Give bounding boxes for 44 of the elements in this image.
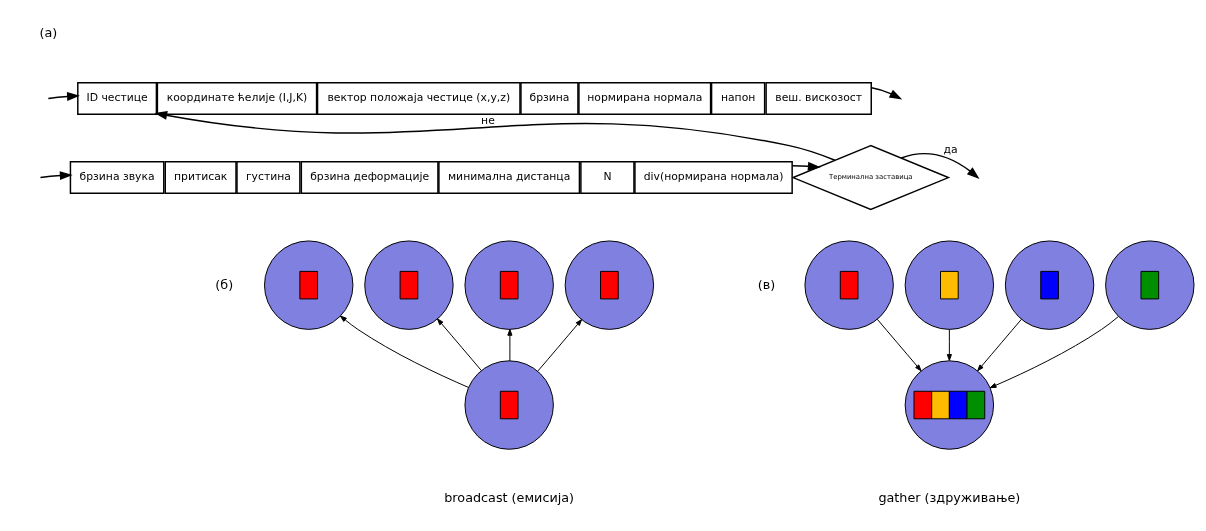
node-circle bbox=[1105, 239, 1195, 330]
node-box: нормирана нормала bbox=[578, 81, 712, 115]
label: broadcast (емисија) bbox=[444, 489, 575, 505]
arrow bbox=[876, 318, 922, 371]
arrow bbox=[47, 91, 80, 101]
node-circle bbox=[564, 239, 655, 330]
node-box: ID честице bbox=[77, 81, 158, 115]
arrow bbox=[977, 318, 1022, 371]
node-box: густина bbox=[236, 160, 301, 194]
label: (б) bbox=[215, 276, 234, 291]
arrow bbox=[870, 86, 903, 99]
arrow bbox=[39, 170, 73, 180]
node-circle bbox=[464, 359, 554, 450]
arrow bbox=[340, 315, 469, 388]
node-circle bbox=[364, 239, 454, 330]
label: (a) bbox=[39, 24, 58, 40]
node-circle bbox=[464, 239, 554, 330]
edge-label: да bbox=[943, 142, 958, 156]
arrow bbox=[437, 318, 482, 371]
edge-label: не bbox=[481, 113, 495, 127]
label: (в) bbox=[757, 276, 776, 291]
node-circle bbox=[264, 239, 354, 330]
arrow bbox=[900, 152, 980, 179]
arrow bbox=[537, 318, 583, 371]
node-box: N bbox=[580, 160, 635, 194]
arrow bbox=[989, 315, 1119, 388]
node-box: минимална дистанца bbox=[438, 160, 581, 194]
arrow bbox=[791, 161, 821, 171]
arrow bbox=[946, 328, 952, 361]
node-box: брзина bbox=[520, 81, 579, 115]
node-box: веш. вискозост bbox=[765, 81, 872, 115]
node-box: вектор положаја честице (x,y,z) bbox=[316, 81, 521, 115]
arrow bbox=[154, 110, 836, 161]
node-circle bbox=[804, 239, 894, 330]
node-box: координате ћелије (I,J,K) bbox=[156, 81, 318, 115]
node-box: div(нормирана нормала) bbox=[634, 160, 793, 194]
node-box: брзина звука bbox=[69, 160, 165, 194]
node-box: притисак bbox=[164, 160, 237, 194]
node-box: брзина деформације bbox=[300, 160, 439, 194]
arrow bbox=[507, 328, 513, 361]
node-circle bbox=[1004, 239, 1095, 330]
label: gather (здруживање) bbox=[878, 489, 1021, 505]
node-box: напон bbox=[710, 81, 766, 115]
node-circle bbox=[904, 239, 995, 330]
